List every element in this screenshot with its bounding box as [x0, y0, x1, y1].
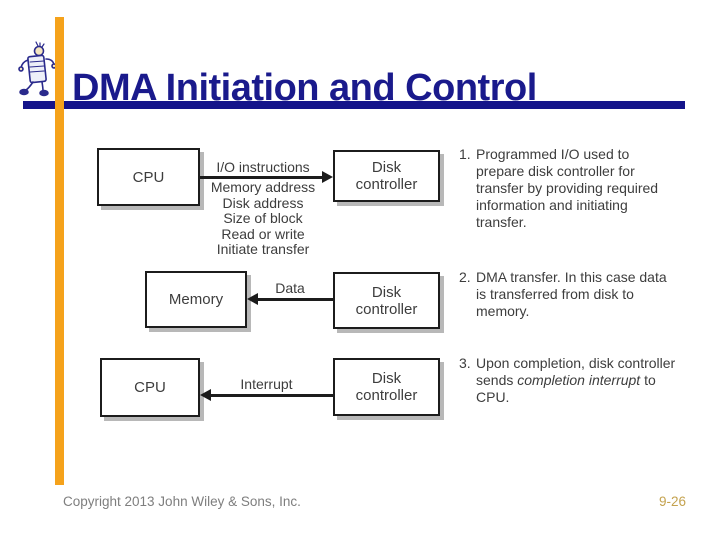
note-1-text: Programmed I/O used to prepare disk cont… [476, 146, 659, 230]
note-3-number: 3. [459, 355, 471, 371]
note-1-number: 1. [459, 146, 471, 162]
note-3-text-italic: completion interrupt [517, 372, 641, 388]
data-arrowhead-icon [247, 293, 258, 305]
disk-controller-box-top: Disk controller [333, 150, 440, 202]
note-2: 2. DMA transfer. In this case data is tr… [459, 269, 680, 320]
cpu-box-bottom: CPU [100, 358, 200, 417]
cpu-box-bottom-label: CPU [134, 379, 166, 396]
footer-copyright: Copyright 2013 John Wiley & Sons, Inc. [63, 494, 301, 509]
disk-controller-box-bottom: Disk controller [333, 358, 440, 416]
interrupt-arrow [211, 394, 333, 397]
note-3-text: Upon completion, disk controller sends c… [476, 355, 680, 406]
mascot-logo-icon [18, 41, 57, 97]
disk-controller-box-middle-label: Disk controller [355, 283, 418, 318]
note-1: 1. Programmed I/O used to prepare disk c… [459, 146, 680, 231]
interrupt-arrowhead-icon [200, 389, 211, 401]
note-3-text-suffix: to CPU. [476, 372, 656, 405]
disk-controller-box-top-label: Disk controller [355, 159, 418, 193]
io-instructions-arrow [200, 176, 324, 179]
footer-page-number: 9-26 [658, 494, 686, 509]
disk-controller-box-bottom-label: Disk controller [355, 370, 418, 404]
data-arrow-label: Data [275, 280, 305, 296]
memory-box: Memory [145, 271, 247, 328]
data-arrow [258, 298, 333, 301]
io-parameter: Memory address [210, 179, 316, 195]
io-parameter: Initiate transfer [216, 241, 310, 258]
note-3-text-prefix: Upon completion, disk controller sends [476, 355, 676, 388]
title-underline [23, 101, 685, 109]
io-instructions-arrow-label: I/O instructions [216, 159, 310, 175]
io-parameter: Read or write [221, 225, 305, 242]
io-instructions-arrowhead-icon [322, 171, 333, 183]
memory-box-label: Memory [168, 291, 224, 308]
disk-controller-box-middle: Disk controller [333, 272, 440, 329]
note-3: 3. Upon completion, disk controller send… [459, 355, 680, 406]
io-parameter-list: Memory address Disk address Size of bloc… [196, 179, 330, 258]
accent-vertical-bar [55, 17, 64, 485]
interrupt-arrow-label: Interrupt [240, 376, 293, 392]
cpu-box-top: CPU [97, 148, 200, 206]
note-2-number: 2. [459, 269, 471, 285]
io-parameter: Size of block [223, 210, 303, 227]
note-2-text: DMA transfer. In this case data is trans… [476, 269, 667, 319]
cpu-box-top-label: CPU [132, 168, 165, 186]
io-parameter: Disk address [222, 194, 304, 211]
